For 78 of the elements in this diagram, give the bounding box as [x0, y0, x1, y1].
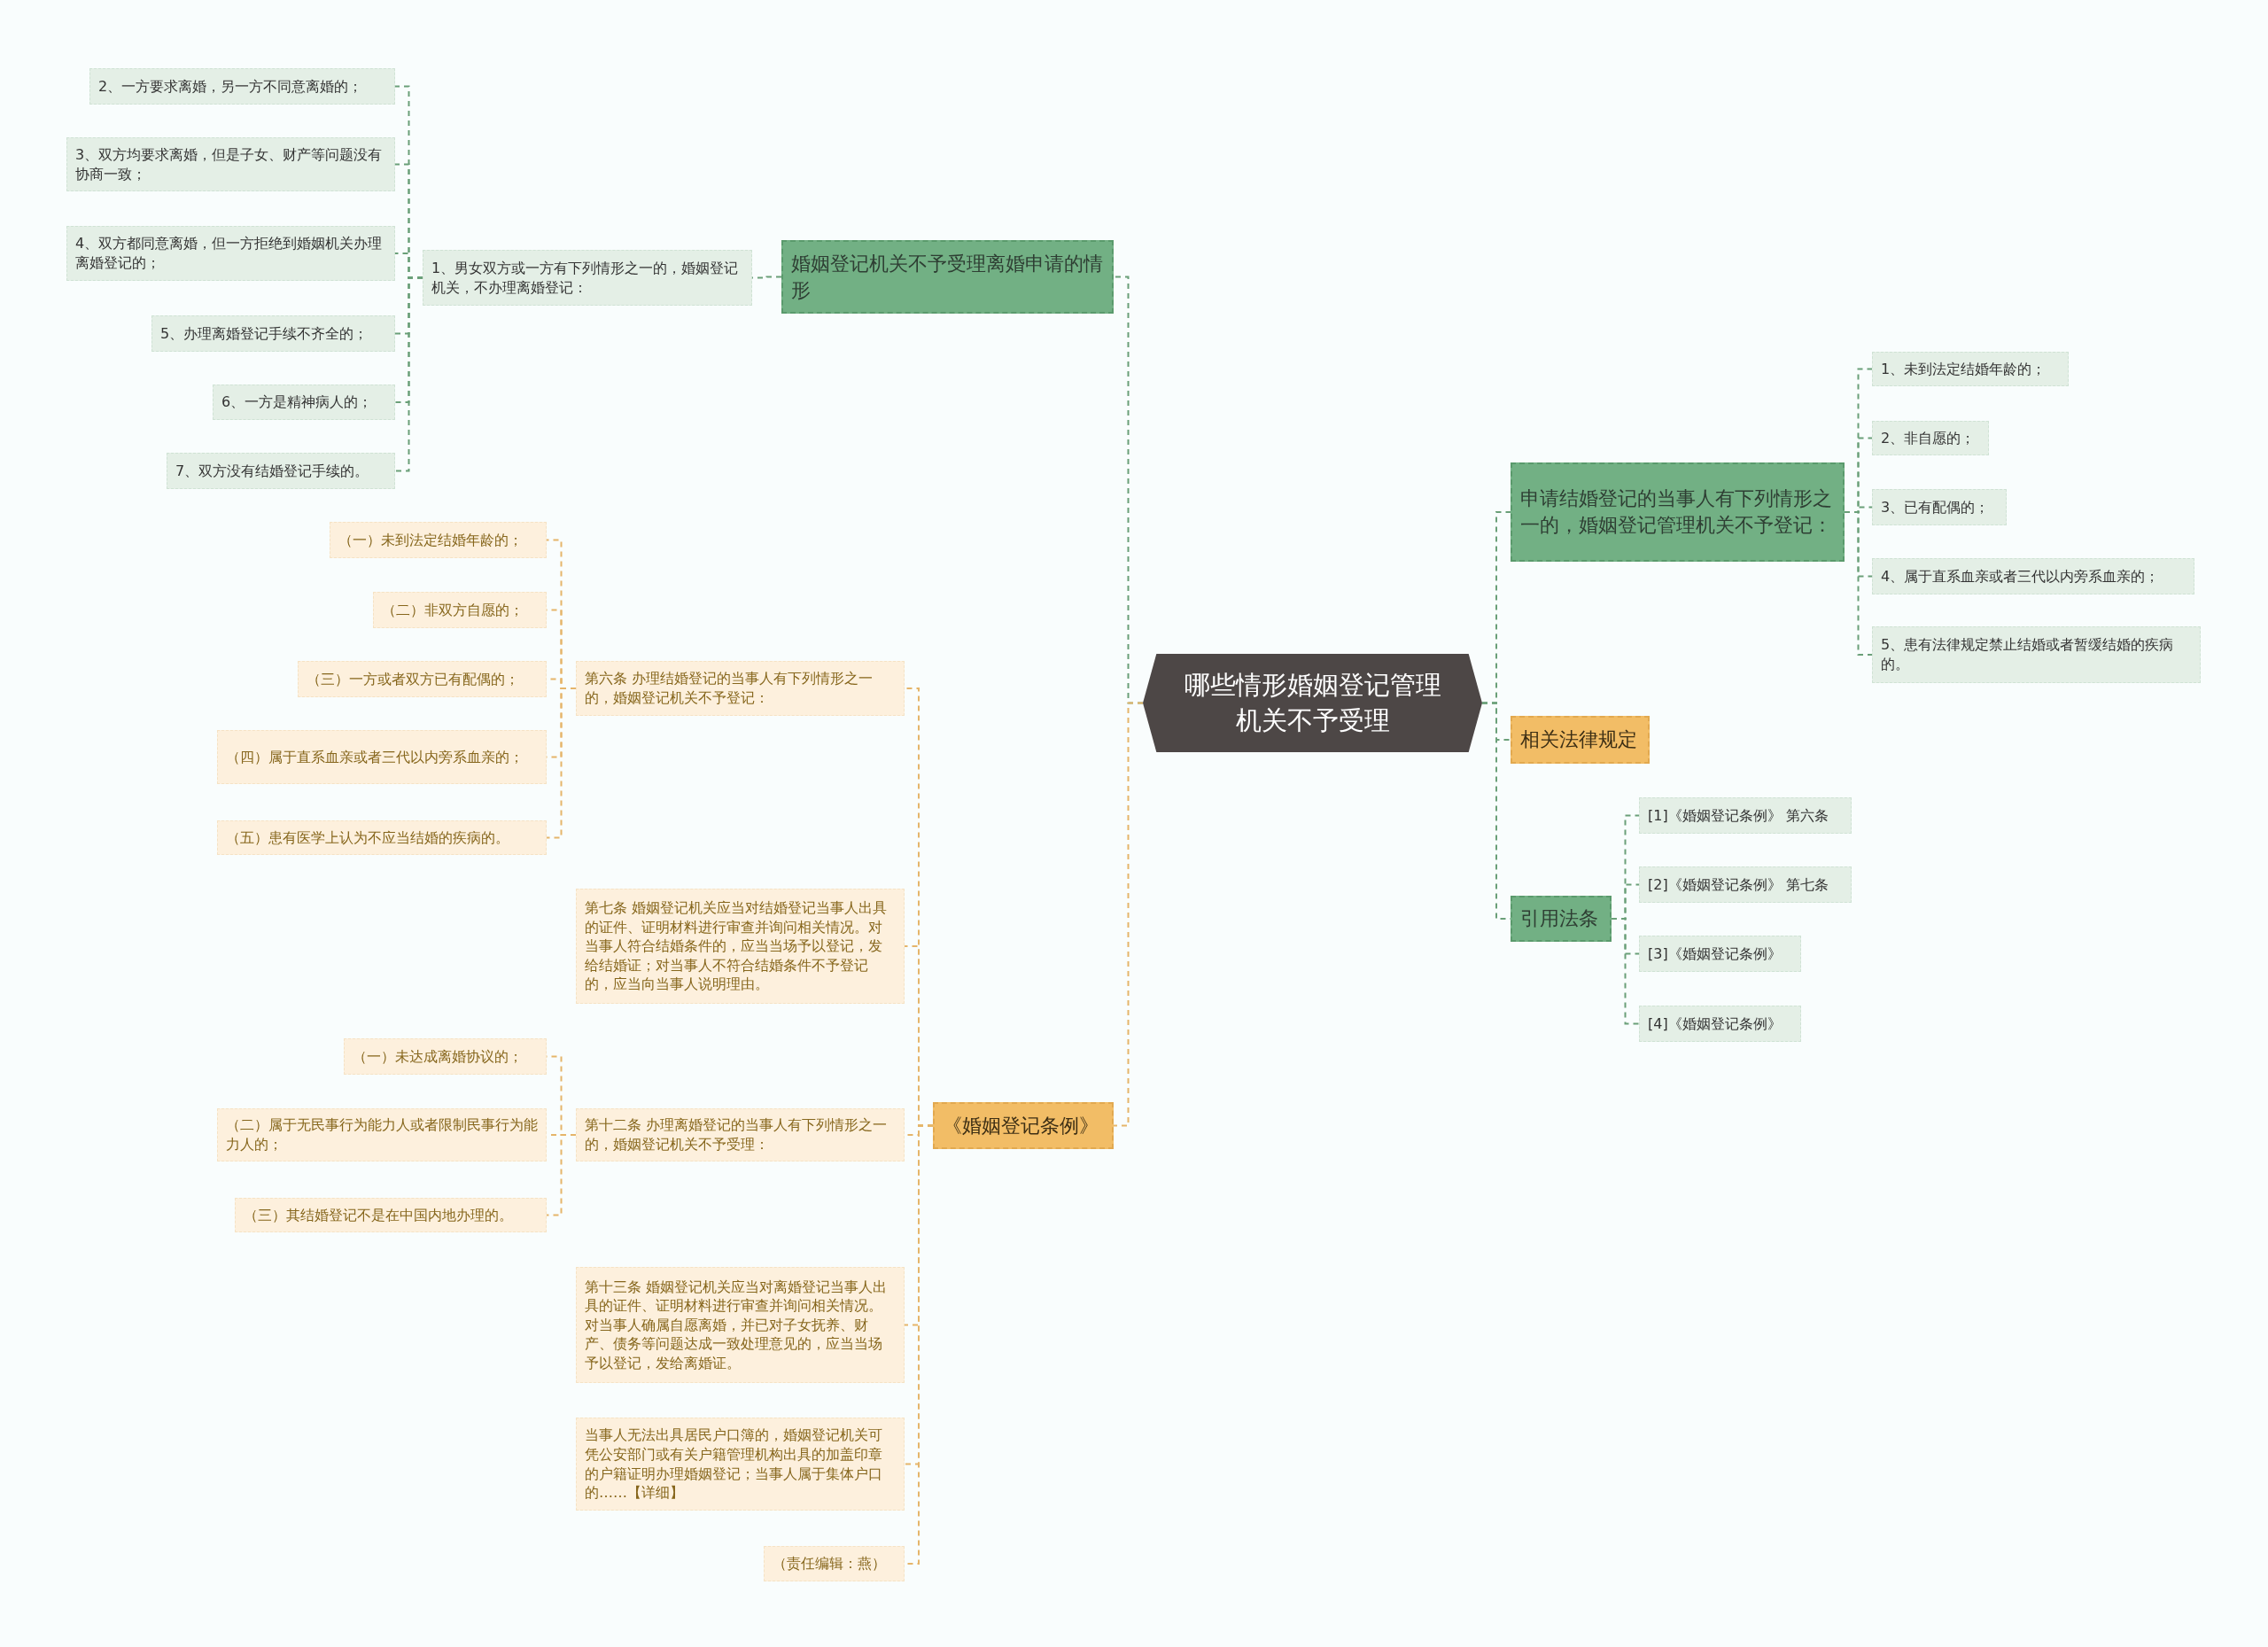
- branch-text: 婚姻登记机关不予受理离婚申请的情形: [791, 251, 1104, 303]
- connector-line: [1113, 702, 1144, 1127]
- branch-text: 申请结婚登记的当事人有下列情形之一的，婚姻登记管理机关不予登记：: [1520, 486, 1833, 538]
- leaf-text: 2、一方要求离婚，另一方不同意离婚的；: [98, 76, 363, 97]
- branch-box: [1511, 462, 1845, 562]
- leaf-text: 当事人无法出具居民户口簿的，婚姻登记机关可凭公安部门或有关户籍管理机构出具的加盖印章的户籍证明办理婚姻登记；当事人属于集体户口的……【详细】: [585, 1426, 883, 1503]
- leaf-box: [213, 385, 395, 420]
- leaf-box: [344, 1038, 547, 1075]
- leaf-box: [1639, 797, 1852, 834]
- leaf-text: （二）属于无民事行为能力人或者限制民事行为能力人的；: [226, 1115, 538, 1154]
- central-topic-text: 哪些情形婚姻登记管理机关不予受理: [1183, 669, 1442, 737]
- branch-box: [1511, 716, 1650, 764]
- leaf-text: 3、双方均要求离婚，但是子女、财产等问题没有协商一致；: [75, 144, 384, 184]
- leaf-text: 第六条 办理结婚登记的当事人有下列情形之一的，婚姻登记机关不予登记：: [585, 669, 874, 708]
- leaf-box: [576, 1418, 905, 1511]
- leaf-box: [167, 453, 395, 489]
- leaf-text: 7、双方没有结婚登记手续的。: [175, 461, 369, 481]
- leaf-box: [1639, 1006, 1801, 1042]
- branch-text: 引用法条: [1520, 906, 1598, 932]
- leaf-text: 第十二条 办理离婚登记的当事人有下列情形之一的，婚姻登记机关不予受理：: [585, 1115, 889, 1154]
- leaf-text: （一）未达成离婚协议的；: [353, 1046, 523, 1067]
- leaf-text: 第七条 婚姻登记机关应当对结婚登记当事人出具的证件、证明材料进行审查并询问相关情况。对当事人符合结婚条件的，应当当场予以登记，发给结婚证；对当事人不符合结婚条件不予登记的，应当向当事人说明理由。: [585, 898, 889, 994]
- leaf-box: [576, 889, 905, 1004]
- leaf-text: （三）其结婚登记不是在中国内地办理的。: [244, 1205, 513, 1225]
- leaf-text: [3]《婚姻登记条例》: [1648, 944, 1782, 964]
- leaf-box: [217, 730, 547, 784]
- leaf-box: [66, 226, 395, 281]
- leaf-text: （二）非双方自愿的；: [382, 600, 524, 620]
- connector-line: [394, 276, 423, 472]
- leaf-text: 2、非自愿的；: [1881, 428, 1976, 448]
- leaf-box: [1872, 558, 2194, 594]
- leaf-box: [1639, 866, 1852, 903]
- leaf-text: [2]《婚姻登记条例》 第七条: [1648, 874, 1829, 895]
- leaf-box: [576, 1267, 905, 1383]
- connector-line: [546, 688, 577, 839]
- branch-text: 《婚姻登记条例》: [943, 1113, 1099, 1138]
- leaf-box: [89, 68, 395, 105]
- leaf-text: 1、男女双方或一方有下列情形之一的，婚姻登记机关，不办理离婚登记：: [431, 258, 740, 298]
- leaf-text: 6、一方是精神病人的；: [221, 392, 373, 412]
- leaf-box: [298, 661, 547, 697]
- leaf-text: （责任编辑：燕）: [773, 1554, 886, 1573]
- leaf-text: （五）患有医学上认为不应当结婚的疾病的。: [226, 827, 509, 848]
- connector-line: [546, 1134, 577, 1216]
- leaf-box: [330, 522, 547, 558]
- leaf-box: [235, 1198, 547, 1232]
- leaf-box: [576, 661, 905, 716]
- leaf-box: [1872, 489, 2007, 525]
- branch-box: [781, 240, 1114, 314]
- leaf-text: 4、双方都同意离婚，但一方拒绝到婚姻机关办理离婚登记的；: [75, 234, 384, 273]
- leaf-text: [4]《婚姻登记条例》: [1648, 1014, 1782, 1034]
- leaf-box: [151, 315, 395, 352]
- leaf-box: [1872, 421, 1989, 455]
- leaf-box: [1872, 626, 2201, 683]
- leaf-box: [1639, 936, 1801, 972]
- central-topic-hexagon: [1143, 654, 1482, 752]
- leaf-box: [373, 592, 547, 628]
- leaf-text: [1]《婚姻登记条例》 第六条: [1648, 805, 1829, 826]
- leaf-text: 5、办理离婚登记手续不齐全的；: [160, 323, 369, 344]
- leaf-text: 4、属于直系血亲或者三代以内旁系血亲的；: [1881, 566, 2160, 587]
- leaf-text: （三）一方或者双方已有配偶的；: [307, 669, 519, 689]
- leaf-box: [66, 137, 395, 191]
- leaf-text: 3、已有配偶的；: [1881, 497, 1990, 517]
- leaf-box: [576, 1108, 905, 1161]
- leaf-text: 5、患有法律规定禁止结婚或者暂缓结婚的疾病的。: [1881, 635, 2175, 674]
- leaf-text: （四）属于直系血亲或者三代以内旁系血亲的；: [226, 747, 524, 767]
- leaf-box: [764, 1546, 905, 1581]
- branch-text: 相关法律规定: [1520, 727, 1637, 753]
- leaf-text: 1、未到法定结婚年龄的；: [1881, 359, 2047, 379]
- branch-box: [1511, 896, 1612, 942]
- leaf-text: （一）未到法定结婚年龄的；: [338, 530, 523, 550]
- leaf-box: [423, 250, 752, 306]
- leaf-text: 第十三条 婚姻登记机关应当对离婚登记当事人出具的证件、证明材料进行审查并询问相关情况。对当事人确属自愿离婚，并已对子女抚养、财产、债务等问题达成一致处理意见的，应当当场予以登记，发给离婚证。: [585, 1277, 889, 1373]
- connector-line: [1611, 918, 1640, 1025]
- leaf-box: [1872, 352, 2069, 386]
- connector-line: [1844, 511, 1873, 656]
- leaf-box: [217, 820, 547, 855]
- branch-box: [933, 1102, 1114, 1149]
- leaf-box: [217, 1108, 547, 1161]
